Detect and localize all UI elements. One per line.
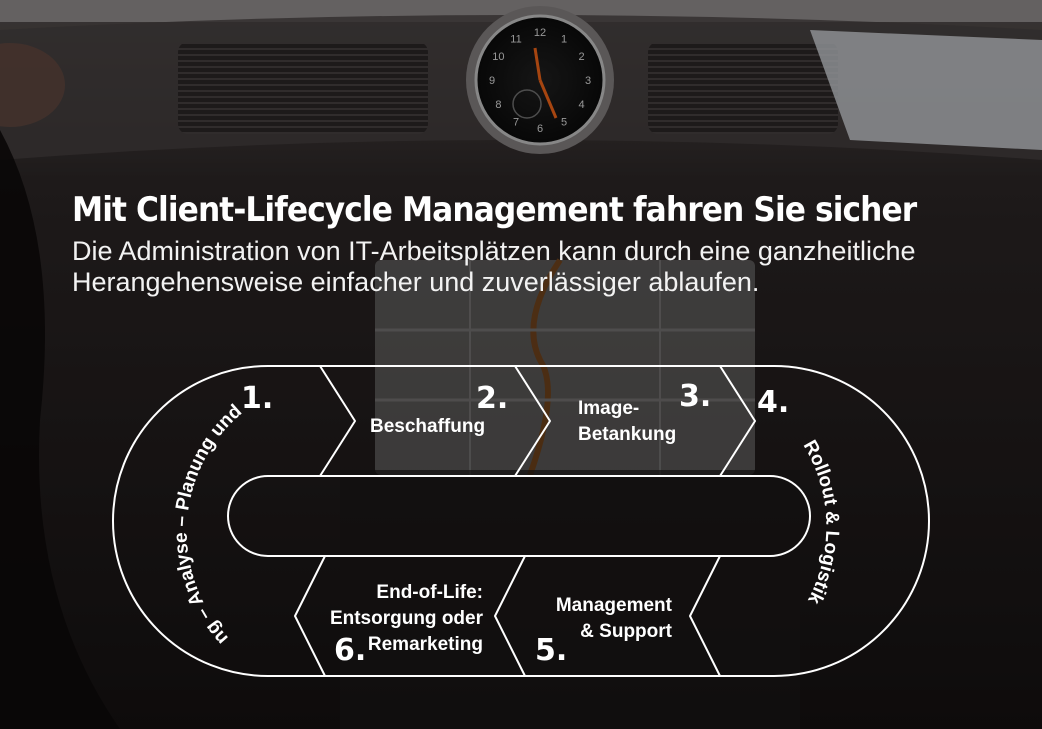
headline: Mit Client-Lifecycle Management fahren S… [72,190,917,230]
step-4-label: Rollout & Logistik [799,437,843,608]
step-6-label-line-1: End-of-Life: [376,582,483,603]
air-vent-left [178,42,428,134]
step-1-number: 1. [241,381,273,416]
clock-hour-label: 2 [579,51,585,63]
step-2-number: 2. [476,381,508,416]
clock-hour-label: 1 [561,33,567,45]
clock-hour-label: 9 [489,75,495,87]
step-5-label-line-1: Management [556,595,673,616]
step-2-label: Beschaffung [370,416,485,437]
step-4-number: 4. [757,385,789,420]
chevron-divider-4-5 [689,555,721,677]
steering-wheel [0,130,120,729]
clock-hour-label: 8 [495,99,501,111]
clock-hour-label: 3 [585,75,591,87]
driver-hand [0,43,65,127]
chevron-divider-2-3 [514,365,551,477]
clock-hour-label: 6 [537,123,543,135]
step-6-label-line-3: Remarketing [368,634,483,655]
clock-hour-label: 11 [510,33,521,45]
navigation-screen [375,258,755,476]
clock-hour-label: 12 [534,27,546,39]
chevron-divider-3-4 [719,365,756,477]
chevron-divider-6-1 [294,555,326,677]
chevron-divider-1-2 [319,365,356,477]
air-vent-right [648,42,838,134]
track-outer-outline [112,365,930,677]
step-5-label-line-2: & Support [580,621,672,642]
center-console [340,470,800,729]
step-1-label: Beratung – Analyse – Planung und Design [0,0,250,649]
step-3-label-line-1: Image- [578,398,639,419]
step-6-number: 6. [334,633,366,668]
step-3-label-line-2: Betankung [578,424,676,445]
clock-hour-label: 5 [561,117,567,129]
clock-hour-label: 10 [492,51,504,63]
paper-note [810,30,1042,150]
clock-hour-label: 7 [513,117,519,129]
chevron-divider-5-6 [494,555,526,677]
step-3-number: 3. [679,379,711,414]
step-5-number: 5. [535,633,567,668]
step-6-label-line-2: Entsorgung oder [330,608,484,629]
subline: Die Administration von IT-Arbeitsplätzen… [72,236,916,297]
track-inner-outline [227,475,811,557]
clock-hour-label: 4 [579,99,585,111]
